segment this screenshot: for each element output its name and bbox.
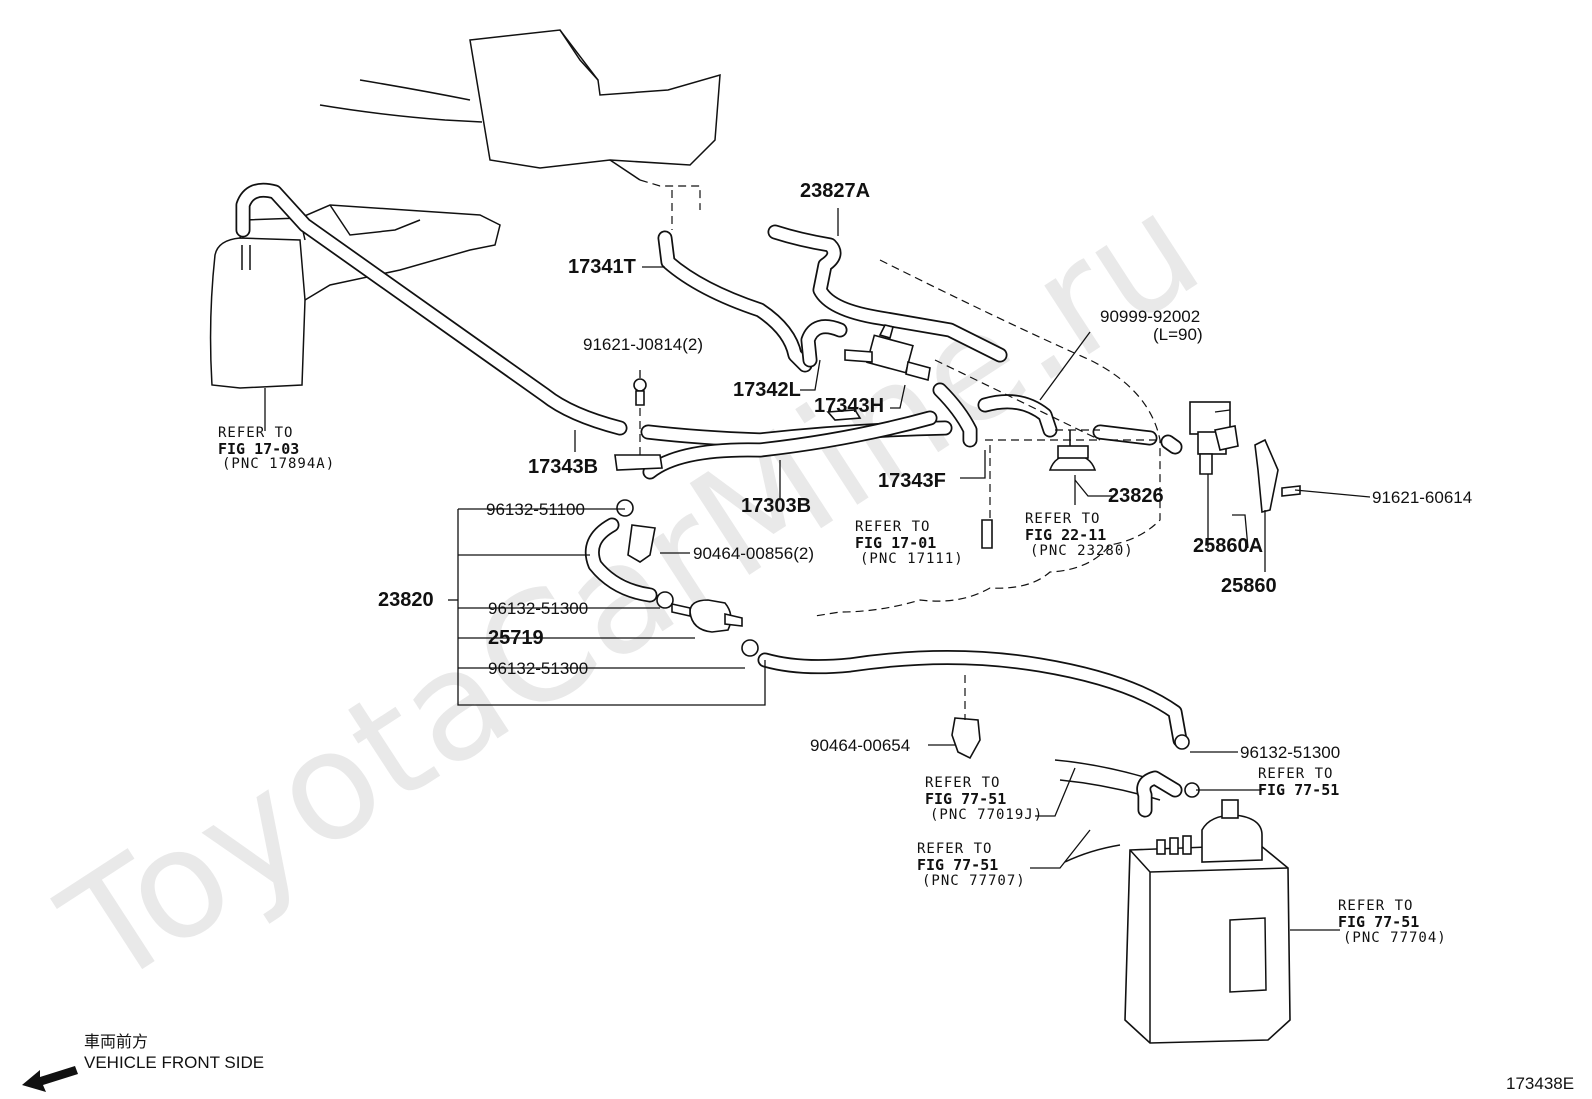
svg-text:REFER TO: REFER TO: [1258, 766, 1333, 782]
svg-text:REFER TO: REFER TO: [855, 519, 930, 535]
pipe-17343B: [235, 182, 628, 436]
hose-23826: [1092, 424, 1183, 455]
clip-90464-00654: [951, 717, 981, 760]
label-25860: 25860: [1221, 575, 1277, 597]
label-91621-60614: 91621-60614: [1372, 488, 1472, 507]
hose-17341T: [657, 230, 813, 373]
hose-assy-23820: [584, 499, 1188, 748]
vehicle-front-indicator: 車両前方 VEHICLE FRONT SIDE: [22, 1032, 264, 1092]
ref-fig-77-51-a: REFER TO FIG 77-51: [1258, 766, 1339, 799]
svg-text:(PNC 17111): (PNC 17111): [860, 551, 964, 567]
leader-lines: [264, 208, 1371, 931]
svg-text:REFER TO: REFER TO: [1338, 898, 1413, 914]
pipe-17303B: [614, 409, 953, 480]
svg-text:REFER TO: REFER TO: [1025, 511, 1100, 527]
label-96132-51300-b: 96132-51300: [488, 659, 588, 678]
label-17343F: 17343F: [878, 470, 946, 492]
label-25719: 25719: [488, 627, 544, 649]
svg-text:FIG 17-03: FIG 17-03: [218, 440, 299, 458]
svg-text:(PNC 77707): (PNC 77707): [922, 873, 1026, 889]
label-90999-92002: 90999-92002: [1100, 307, 1200, 326]
ref-fig-77-51-c: REFER TO FIG 77-51 (PNC 77707): [917, 841, 1026, 889]
hose-17343F: [932, 382, 1058, 448]
part-labels: 23827A 17341T 91621-J0814(2) 17342L 1734…: [378, 180, 1472, 762]
vsv-25860: [1189, 401, 1301, 514]
label-90464-00654: 90464-00654: [810, 736, 910, 755]
label-17343B: 17343B: [528, 456, 598, 478]
front-arrow-icon: [22, 1066, 78, 1092]
svg-text:(PNC 17894A): (PNC 17894A): [222, 456, 335, 472]
direction-japanese: 車両前方: [84, 1032, 148, 1051]
fuel-tank: [209, 204, 501, 389]
connection-lines: [633, 359, 1160, 720]
reference-labels: REFER TO FIG 17-03 (PNC 17894A) REFER TO…: [218, 425, 1447, 946]
svg-text:FIG 17-01: FIG 17-01: [855, 534, 936, 552]
svg-text:REFER TO: REFER TO: [925, 775, 1000, 791]
ref-fig-77-51-d: REFER TO FIG 77-51 (PNC 77704): [1338, 898, 1447, 946]
label-23820: 23820: [378, 589, 434, 611]
label-23826: 23826: [1108, 485, 1164, 507]
svg-text:FIG 77-51: FIG 77-51: [1258, 781, 1339, 799]
direction-english: VEHICLE FRONT SIDE: [84, 1053, 264, 1072]
ref-fig-17-03: REFER TO FIG 17-03 (PNC 17894A): [218, 425, 335, 472]
label-90999-length: (L=90): [1153, 325, 1203, 344]
engine-outline: [319, 29, 721, 230]
svg-text:(PNC 77019J): (PNC 77019J): [930, 807, 1043, 823]
svg-text:(PNC 23280): (PNC 23280): [1030, 543, 1134, 559]
label-96132-51100: 96132-51100: [486, 500, 585, 519]
svg-text:FIG 77-51: FIG 77-51: [1338, 913, 1419, 931]
ref-fig-22-11: REFER TO FIG 22-11 (PNC 23280): [1025, 511, 1134, 559]
svg-text:FIG 22-11: FIG 22-11: [1025, 526, 1106, 544]
throttle-body-outline: [814, 259, 1161, 617]
svg-text:REFER TO: REFER TO: [917, 841, 992, 857]
ref-fig-17-01: REFER TO FIG 17-01 (PNC 17111): [855, 519, 964, 567]
label-25860A: 25860A: [1193, 535, 1263, 557]
vacuum-sensor: [1048, 430, 1097, 471]
label-17342L: 17342L: [733, 379, 801, 401]
charcoal-canister: [1054, 734, 1291, 1044]
hose-23827A: [767, 224, 1008, 363]
label-17341T: 17341T: [568, 256, 636, 278]
label-17303B: 17303B: [741, 495, 811, 517]
svg-text:FIG 77-51: FIG 77-51: [925, 790, 1006, 808]
figure-id: 173438E: [1506, 1074, 1574, 1093]
svg-text:(PNC 77704): (PNC 77704): [1343, 930, 1447, 946]
label-23827A: 23827A: [800, 180, 870, 202]
svg-text:REFER TO: REFER TO: [218, 425, 293, 441]
label-91621-J0814: 91621-J0814(2): [583, 335, 703, 354]
label-96132-51300-a: 96132-51300: [488, 599, 588, 618]
label-90464-00856: 90464-00856(2): [693, 544, 814, 563]
label-17343H: 17343H: [814, 395, 884, 417]
vsv-17343H: [844, 324, 931, 382]
svg-text:FIG 77-51: FIG 77-51: [917, 856, 998, 874]
ref-fig-77-51-b: REFER TO FIG 77-51 (PNC 77019J): [925, 775, 1043, 823]
hose-17342L: [800, 319, 848, 368]
label-96132-51300-c: 96132-51300: [1240, 743, 1340, 762]
